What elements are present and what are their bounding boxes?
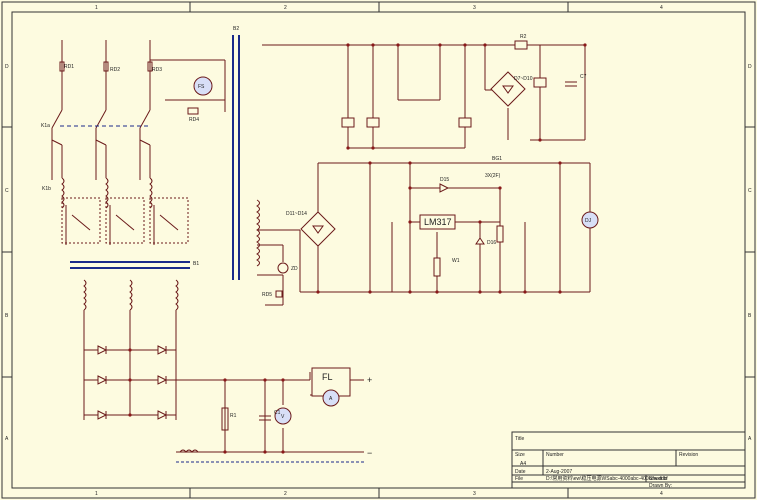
tb-revision-label: Revision <box>679 452 698 458</box>
label-bridge-d7: D7~D10 <box>514 76 533 82</box>
tb-size-label: Size <box>515 452 525 458</box>
control-relay-section <box>262 44 586 149</box>
label-b2: B2 <box>233 26 239 32</box>
row-label-a-right: A <box>748 436 752 442</box>
row-label-c-right: C <box>748 188 752 194</box>
transformer-b1 <box>70 261 190 269</box>
relay-coils <box>341 40 547 128</box>
fs-wiring <box>150 59 226 112</box>
col-label-1-bottom: 1 <box>95 491 98 497</box>
output-section <box>176 372 364 463</box>
label-dj: DJ <box>585 218 592 224</box>
row-label-a: A <box>5 436 9 442</box>
col-label-2-bottom: 2 <box>284 491 287 497</box>
transformer-b2 <box>232 35 240 280</box>
tb-date-value: 2-Aug-2007 <box>546 469 572 475</box>
tb-title-label: Title <box>515 436 524 442</box>
bridge-d11-d14 <box>300 211 336 247</box>
w1-pot <box>433 257 441 277</box>
col-label-3: 3 <box>473 5 476 11</box>
bridge-d7-d10 <box>490 71 526 107</box>
label-c7: C7 <box>580 74 587 80</box>
label-k1b: K1b <box>42 186 51 192</box>
label-w1: W1 <box>452 258 460 264</box>
fs-icon <box>193 76 213 96</box>
diodes-d1-d6 <box>97 345 168 420</box>
ammeter-icon <box>322 389 340 407</box>
label-3x: 3X(2F) <box>485 173 501 179</box>
label-fs: FS <box>198 84 205 90</box>
tb-size-value: A4 <box>520 461 526 467</box>
dj-wiring <box>560 162 591 293</box>
label-rd1: RD1 <box>64 64 74 70</box>
rd5-fuse <box>275 290 283 298</box>
label-d15: D15 <box>440 177 449 183</box>
col-label-4: 4 <box>660 5 663 11</box>
tb-sheet-label: Sheet of <box>649 476 668 482</box>
row-label-b-right: B <box>748 313 752 319</box>
label-bridge-d11: D11~D14 <box>286 211 307 217</box>
d15-diode <box>439 183 450 193</box>
lm317-chip <box>419 214 456 230</box>
col-label-3-bottom: 3 <box>473 491 476 497</box>
label-plus: + <box>367 375 372 385</box>
label-rd5: RD5 <box>262 292 272 298</box>
tb-drawn-label: Drawn By: <box>649 483 672 489</box>
tb-number-label: Number <box>546 452 564 458</box>
voltmeter-icon <box>274 407 292 425</box>
label-d16: D16 <box>487 240 496 246</box>
row-label-b: B <box>5 313 9 319</box>
zd-lamp-icon <box>277 262 289 274</box>
col-label-1: 1 <box>95 5 98 11</box>
col-label-4-bottom: 4 <box>660 491 663 497</box>
label-r2: R2 <box>520 34 527 40</box>
three-phase-input <box>51 40 153 209</box>
row-label-d: D <box>5 64 9 70</box>
tap-switches <box>61 197 189 245</box>
label-zd: ZD <box>291 266 298 272</box>
label-rd4: RD4 <box>189 117 199 123</box>
label-meter-a: A <box>329 396 333 402</box>
title-block <box>511 431 746 489</box>
label-rd2: RD2 <box>110 67 120 73</box>
tb-file-value: D:\常用资料\ew\稳压电源WSabc-4000abc-400kdw.ddb <box>546 475 667 482</box>
label-lm317: LM317 <box>424 217 452 227</box>
label-b1: B1 <box>193 261 199 267</box>
b2-secondary <box>256 199 300 306</box>
rd4-fuse <box>187 107 199 115</box>
label-k1a: K1a <box>41 123 50 129</box>
regulator-section <box>299 162 561 293</box>
label-minus: − <box>367 448 372 458</box>
label-bg1: BG1 <box>492 156 502 162</box>
label-r1: R1 <box>230 413 237 419</box>
label-rd3: RD3 <box>152 67 162 73</box>
tb-date-label: Date <box>515 469 526 475</box>
d16-diode <box>475 237 485 245</box>
junction-dots <box>128 43 587 454</box>
label-fl: FL <box>322 372 333 382</box>
col-label-2: 2 <box>284 5 287 11</box>
label-c1: C1 <box>274 410 281 416</box>
row-label-c: C <box>5 188 9 194</box>
label-meter-v: V <box>281 414 285 420</box>
tb-file-label: File <box>515 476 523 482</box>
row-label-d-right: D <box>748 64 752 70</box>
r3-resistor <box>496 225 504 243</box>
